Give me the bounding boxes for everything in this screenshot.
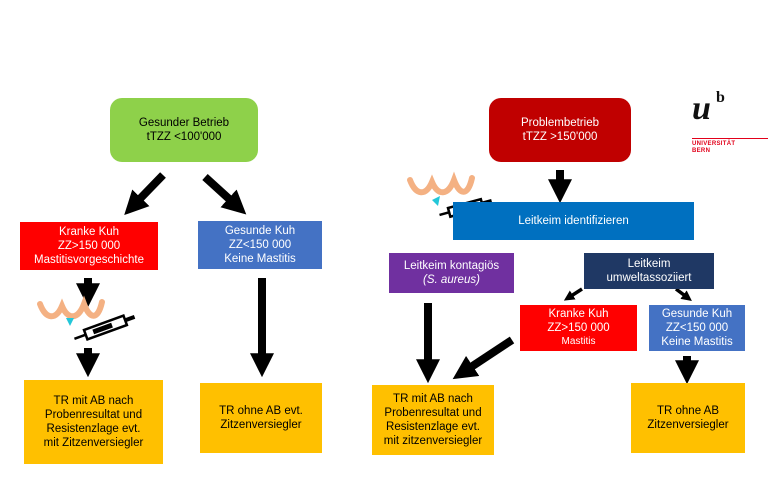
result-with-ab-line2: Probenresultat und: [44, 409, 143, 421]
result-with-ab-box-right: TR mit AB nach Probenresultat und Resist…: [372, 385, 494, 455]
result-with-ab-right-line4: mit zitzenversiegler: [383, 435, 483, 447]
udder-syringe-icon: [37, 295, 136, 341]
identify-pathogen-label: Leitkeim identifizieren: [518, 215, 629, 227]
environmental-pathogen-title: Leitkeim: [627, 258, 671, 270]
sick-cow-box-right: Kranke Kuh ZZ>150 000 Mastitis: [520, 305, 637, 351]
healthy-cow-box: Gesunde Kuh ZZ<150 000 Keine Mastitis: [198, 221, 322, 269]
environmental-pathogen-subtitle: umweltassoziiert: [606, 272, 692, 284]
result-no-ab-box: TR ohne AB evt. Zitzenversiegler: [200, 383, 322, 453]
healthy-farm-box: Gesunder Betrieb tTZZ <100'000: [110, 98, 258, 162]
problem-farm-threshold: tTZZ >150'000: [522, 131, 598, 143]
result-with-ab-box: TR mit AB nach Probenresultat und Resist…: [24, 380, 163, 464]
result-with-ab-line4: mit Zitzenversiegler: [43, 437, 144, 449]
healthy-cow-title-right: Gesunde Kuh: [661, 308, 733, 320]
result-no-ab-right-line1: TR ohne AB: [656, 405, 719, 417]
problem-farm-title: Problembetrieb: [521, 117, 599, 129]
university-logo: u b UNIVERSITÄT BERN: [690, 89, 768, 172]
healthy-cow-title: Gesunde Kuh: [224, 225, 296, 237]
healthy-cow-status-right: Keine Mastitis: [661, 336, 733, 348]
logo-red-rule: [692, 138, 768, 139]
result-with-ab-line1: TR mit AB nach: [53, 395, 134, 407]
contagious-pathogen-title: Leitkeim kontagiös: [403, 260, 500, 272]
result-no-ab-box-right: TR ohne AB Zitzenversiegler: [631, 383, 745, 453]
healthy-cow-count: ZZ<150 000: [228, 239, 292, 251]
result-no-ab-right-line2: Zitzenversiegler: [647, 419, 729, 431]
arrow-sick-cow-to-result: [452, 336, 515, 380]
sick-cow-status-right: Mastitis: [561, 336, 596, 347]
logo-superscript: b: [716, 89, 725, 106]
result-no-ab-line1: TR ohne AB evt.: [219, 405, 303, 417]
sick-cow-count-right: ZZ>150 000: [547, 322, 610, 334]
healthy-farm-threshold: tTZZ <100'000: [146, 131, 222, 143]
contagious-pathogen-example: (S. aureus): [423, 274, 480, 286]
problem-farm-box: Problembetrieb tTZZ >150'000: [489, 98, 631, 162]
healthy-farm-title: Gesunder Betrieb: [138, 117, 230, 129]
result-no-ab-line2: Zitzenversiegler: [220, 419, 302, 431]
sick-cow-title-right: Kranke Kuh: [548, 308, 609, 320]
healthy-cow-box-right: Gesunde Kuh ZZ<150 000 Keine Mastitis: [649, 305, 745, 351]
environmental-pathogen-box: Leitkeim umweltassoziiert: [584, 253, 714, 289]
identify-pathogen-box: Leitkeim identifizieren: [453, 202, 694, 240]
sick-cow-title: Kranke Kuh: [58, 226, 120, 238]
result-with-ab-right-line3: Resistenzlage evt.: [386, 421, 480, 433]
logo-university-label: UNIVERSITÄT: [692, 141, 736, 147]
sick-cow-count: ZZ>150 000: [57, 240, 121, 252]
healthy-cow-count-right: ZZ<150 000: [665, 322, 729, 334]
arrow-healthy-farm-to-sick-cow: [124, 172, 166, 216]
result-with-ab-right-line1: TR mit AB nach: [393, 393, 473, 405]
healthy-cow-status: Keine Mastitis: [224, 253, 296, 265]
arrow-healthy-farm-to-healthy-cow: [202, 174, 247, 215]
logo-u: u: [692, 90, 711, 127]
arrow-environmental-to-healthy-cow: [674, 287, 692, 301]
logo-bern-label: BERN: [692, 148, 711, 154]
sick-cow-history: Mastitisvorgeschichte: [34, 254, 144, 266]
contagious-pathogen-box: Leitkeim kontagiös (S. aureus): [389, 253, 514, 293]
result-with-ab-right-line2: Probenresultat und: [384, 407, 482, 419]
result-with-ab-line3: Resistenzlage evt.: [46, 423, 141, 435]
arrow-environmental-to-sick-cow: [563, 287, 583, 301]
sick-cow-box: Kranke Kuh ZZ>150 000 Mastitisvorgeschic…: [20, 222, 158, 270]
